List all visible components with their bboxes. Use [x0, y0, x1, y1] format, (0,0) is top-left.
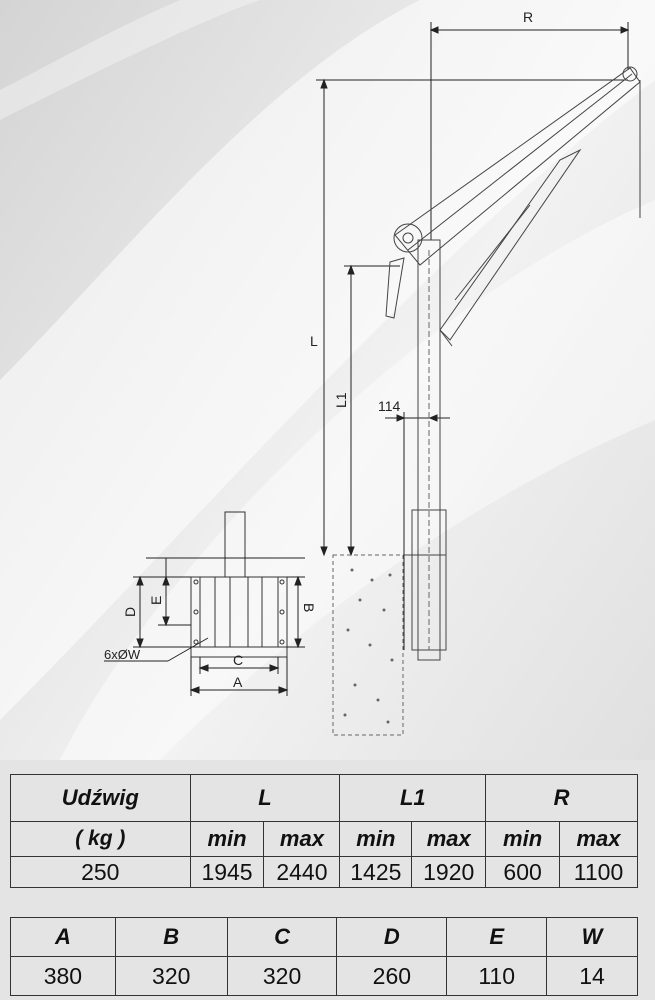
R-min-header: min [485, 821, 561, 857]
dimension-value: 14 [546, 956, 638, 996]
L-header: L [189, 774, 341, 822]
R-label: R [523, 9, 533, 25]
dimension-header: D [336, 917, 448, 957]
capacity-unit: ( kg ) [10, 821, 191, 857]
A-label: A [233, 674, 243, 690]
L-min-value: 1945 [189, 856, 265, 888]
R-header: R [485, 774, 638, 822]
L1-max-header: max [411, 821, 487, 857]
L-label: L [310, 333, 318, 349]
capacity-value: 250 [10, 856, 191, 888]
L1-min-value: 1425 [339, 856, 413, 888]
dimension-value: 320 [114, 956, 228, 996]
E-label: E [148, 596, 164, 605]
L1-max-value: 1920 [411, 856, 487, 888]
R-max-header: max [559, 821, 638, 857]
crane-boom [385, 66, 641, 347]
dimension-header: B [114, 917, 228, 957]
dimension-value: 320 [226, 956, 338, 996]
crane-post [417, 239, 441, 661]
dimension-header: W [546, 917, 638, 957]
L1-min-header: min [339, 821, 413, 857]
R-max-value: 1100 [559, 856, 638, 888]
R-min-value: 600 [485, 856, 561, 888]
dimension-value: 110 [446, 956, 548, 996]
crane-technical-drawing: R L L1 114 D E B C A 6xØW [104, 9, 641, 736]
dimension-header: C [226, 917, 338, 957]
dimension-header: A [10, 917, 116, 957]
dimension-value: 380 [10, 956, 116, 996]
L-max-header: max [263, 821, 341, 857]
L1-label: L1 [333, 392, 349, 408]
L-max-value: 2440 [263, 856, 341, 888]
capacity-header: Udźwig [10, 774, 191, 822]
holes-label: 6xØW [104, 647, 141, 662]
base-mount [332, 554, 404, 736]
D-label: D [122, 607, 138, 617]
dimension-table: A B C D E W 380 320 320 260 110 14 [10, 917, 638, 996]
capacity-spec-table: Udźwig L L1 R ( kg ) min max min max min… [10, 774, 638, 888]
dimension-value: 260 [336, 956, 448, 996]
C-label: C [233, 652, 243, 668]
L-min-header: min [189, 821, 265, 857]
L1-header: L1 [339, 774, 487, 822]
offset-label: 114 [378, 398, 401, 414]
B-label: B [301, 603, 317, 612]
dimension-header: E [446, 917, 548, 957]
holes-leader-line [167, 637, 209, 662]
base-top-view [190, 511, 288, 658]
